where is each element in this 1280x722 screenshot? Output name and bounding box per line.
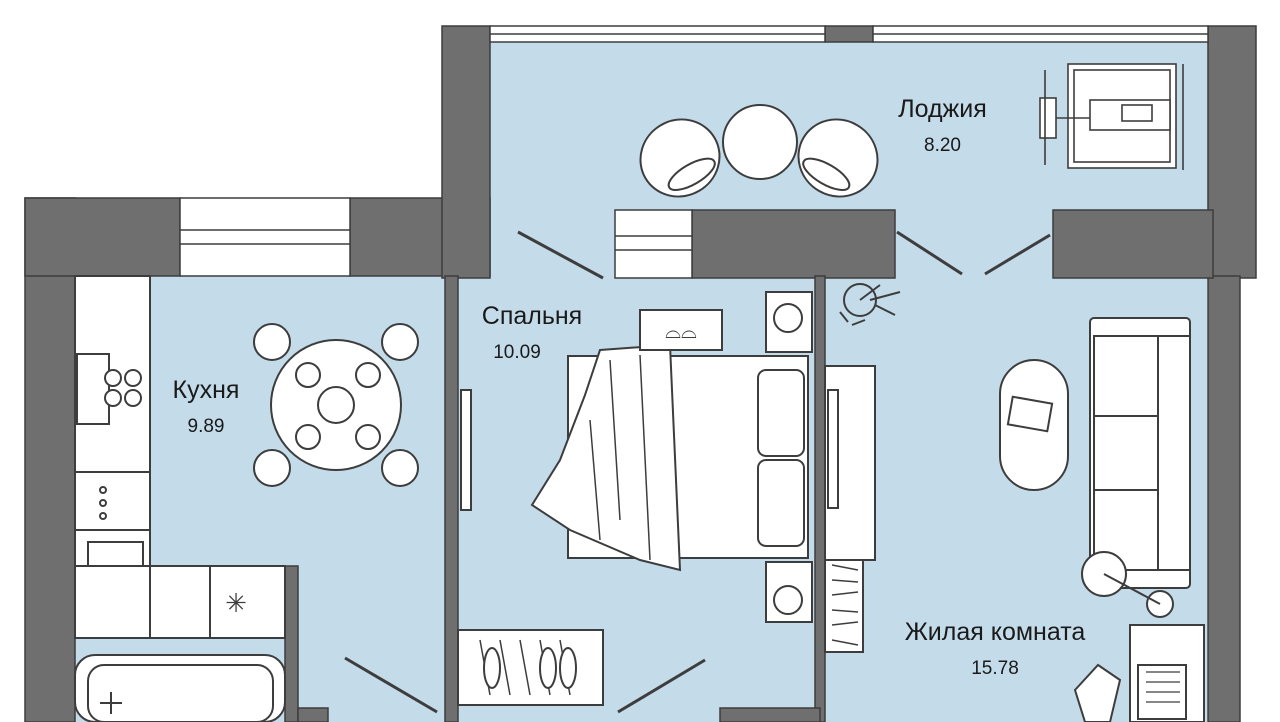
room-name-loggia: Лоджия <box>898 95 987 123</box>
exercise-bike <box>1039 63 1184 170</box>
snowflake-icon: ✳ <box>225 589 247 619</box>
room-name-kitchen: Кухня <box>172 376 240 404</box>
partition-bedroom-living <box>814 275 826 722</box>
room-area-loggia: 8.20 <box>924 135 961 156</box>
windows <box>179 25 1209 279</box>
kitchen-window <box>179 197 351 277</box>
desk-chair <box>1073 663 1122 722</box>
door-loggia-living-a <box>896 230 963 276</box>
door-loggia-living-b <box>984 233 1051 276</box>
bathroom-furniture <box>74 654 286 722</box>
partition-kitchen-bedroom <box>444 275 459 722</box>
loggia-wall-left <box>441 25 491 279</box>
bookshelf <box>824 559 864 653</box>
door-kitchen <box>344 656 438 714</box>
floor-lamp <box>1081 551 1174 618</box>
room-name-living: Жилая комната <box>904 618 1086 646</box>
wardrobe <box>457 629 604 706</box>
slippers-icon: ⌓⌓ <box>665 319 697 343</box>
fan-icon-2 <box>773 585 803 615</box>
walls <box>24 25 1257 722</box>
loggia-wall-top-mid <box>824 25 874 43</box>
chair-right <box>797 118 879 198</box>
round-table <box>722 104 798 180</box>
bedroom-window <box>614 209 693 279</box>
outer-wall-left <box>24 197 76 722</box>
plant-icon <box>839 283 901 326</box>
chair-left <box>639 118 721 198</box>
bedside-rug <box>639 309 723 351</box>
door-bedroom-a <box>617 658 706 714</box>
kitchen-furniture: ✳ <box>74 275 419 639</box>
room-area-kitchen: 9.89 <box>187 416 225 437</box>
bedroom-mirror <box>460 389 472 511</box>
room-name-bedroom: Спальня <box>481 302 583 330</box>
wall-right-living <box>1207 275 1241 722</box>
hood <box>76 353 110 425</box>
loggia-furniture <box>639 63 1184 198</box>
bedroom-furniture: ⌓⌓ <box>457 291 813 706</box>
doors <box>297 230 1051 722</box>
wall-loggia-living-right <box>1052 209 1214 279</box>
room-area-living: 15.78 <box>971 658 1019 679</box>
door-loggia-bedroom <box>517 230 604 280</box>
wall-loggia-bedroom <box>691 209 896 279</box>
dining-set <box>253 323 419 487</box>
outer-wall-top-kitchen <box>24 197 181 277</box>
living-furniture <box>824 283 1205 722</box>
sofa <box>1089 317 1191 589</box>
fan-icon <box>773 303 803 333</box>
partition-bath <box>284 565 299 722</box>
loggia-wall-right <box>1207 25 1257 279</box>
room-area-bedroom: 10.09 <box>493 342 541 363</box>
